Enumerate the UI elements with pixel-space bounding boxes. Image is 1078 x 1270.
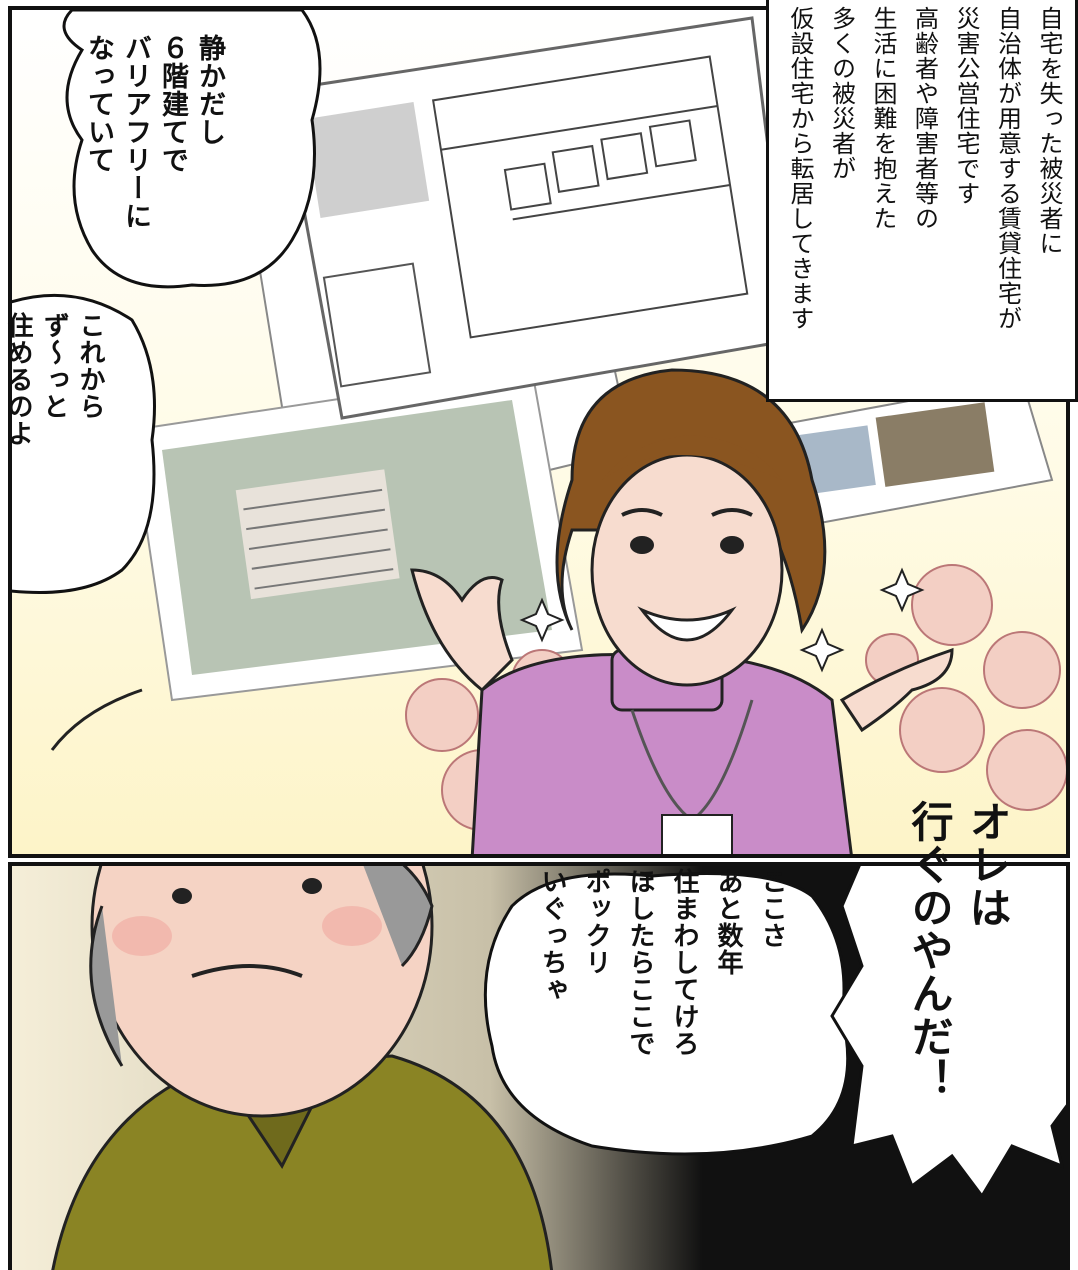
- elder-man-character: [51, 866, 553, 1270]
- floor-plan-document: [280, 16, 794, 420]
- bubble-elder-shout-shape: [830, 866, 1066, 1199]
- bubble-staff-2-shape: [12, 293, 156, 594]
- top-panel-art: [12, 10, 1066, 854]
- bubble-elder-shout-text: オレは 行ぐのやんだ！: [905, 800, 1012, 1101]
- bubble-staff-1-shape: [62, 10, 322, 289]
- bottom-panel: [8, 862, 1070, 1270]
- bubble-elder-small-text: ここさ あと数年 住まわしてけろ ほしたらここで ポックリ いぐっちゃ: [537, 868, 787, 1057]
- bubble-staff-1-text: 静かだし ６階建てで バリアフリーに なっていて: [83, 34, 225, 230]
- bubble-staff-2-text: これから ず～っと 住めるのよ: [3, 312, 105, 447]
- apartment-rendering-document: [130, 368, 584, 702]
- staff-woman-character: [410, 368, 954, 854]
- motion-line: [50, 688, 143, 751]
- bubble-elder-small-shape: [483, 872, 850, 1156]
- photos-document: [750, 378, 1054, 532]
- bottom-panel-art: [12, 866, 1066, 1270]
- narration-box: 自宅を失った被災者に 自治体が用意する賃貸住宅が 災害公営住宅です 高齢者や障害…: [766, 0, 1078, 402]
- narration-text: 自宅を失った被災者に 自治体が用意する賃貸住宅が 災害公営住宅です 高齢者や障害…: [786, 6, 1063, 331]
